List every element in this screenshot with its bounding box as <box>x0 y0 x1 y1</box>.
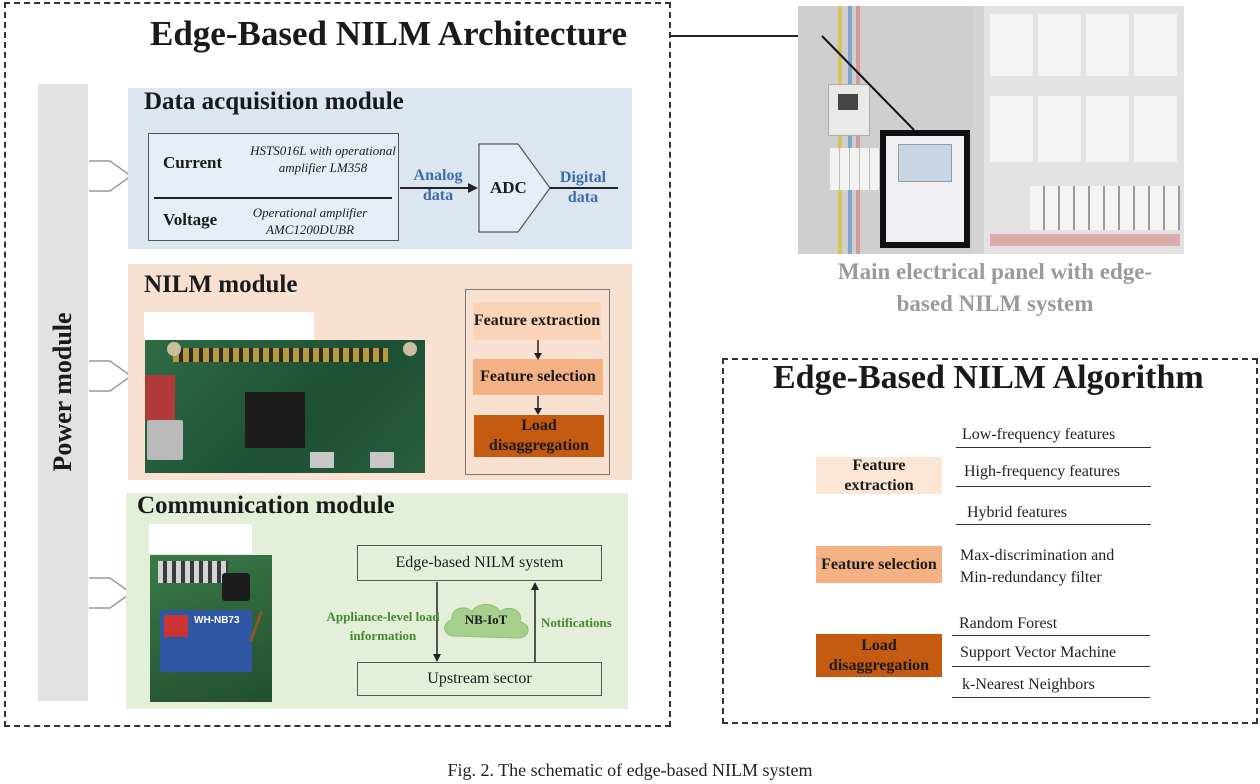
architecture-frame <box>4 2 671 727</box>
label-blank <box>144 312 314 340</box>
sensor-divider <box>154 197 392 199</box>
step-load-disaggregation: Load disaggregation <box>474 415 604 457</box>
adc-label: ADC <box>490 178 527 197</box>
algorithm-frame <box>722 358 1258 724</box>
voltage-label: Voltage <box>163 210 218 229</box>
adc-diagram <box>400 143 618 233</box>
algo-load-disaggregation: Load disaggregation <box>816 634 942 677</box>
feature-underline <box>956 447 1151 448</box>
nilm-board-photo <box>145 340 425 473</box>
upstream-box: Upstream sector <box>357 662 602 696</box>
current-label: Current <box>163 153 223 172</box>
algo-feature-extraction: Feature extraction <box>816 457 942 494</box>
analog-data-label: Analog data <box>413 167 463 204</box>
edge-system-box: Edge-based NILM system <box>357 545 602 581</box>
cloud-icon <box>444 604 529 639</box>
sensor-box <box>148 133 399 241</box>
feature-item: High-frequency features <box>964 463 1120 480</box>
panel-caption: Main electrical panel with edge-based NI… <box>837 259 1153 316</box>
step-feature-selection: Feature selection <box>473 359 603 395</box>
algorithm-title: Edge-Based NILM Algorithm <box>773 359 1204 396</box>
connector-line <box>671 35 824 37</box>
communication-title: Communication module <box>137 492 395 519</box>
feature-item: Hybrid features <box>967 504 1067 521</box>
model-item: Random Forest <box>959 615 1058 632</box>
step-feature-extraction: Feature extraction <box>473 302 601 340</box>
nbiot-label: NB-IoT <box>464 612 508 627</box>
voltage-sensor: Operational amplifier AMC1200DUBR <box>252 205 368 237</box>
model-underline <box>952 666 1150 667</box>
feature-underline <box>956 524 1151 525</box>
algo-feature-selection: Feature selection <box>816 546 942 583</box>
power-module-label: Power module <box>48 312 77 472</box>
selection-item: Max-discrimination and Min-redundancy fi… <box>960 547 1115 586</box>
appliance-info-label: Appliance-level load information <box>326 609 440 643</box>
digital-data-label: Digital data <box>559 169 607 206</box>
comm-arrows <box>433 582 539 662</box>
model-underline <box>952 635 1150 636</box>
chip-text: WH-NB73 <box>194 615 240 626</box>
current-sensor: HSTS016L with operational amplifier LM35… <box>250 143 396 175</box>
data-acquisition-title: Data acquisition module <box>144 88 404 115</box>
electrical-panel-photo <box>798 6 1184 254</box>
feature-item: Low-frequency features <box>962 426 1116 443</box>
step-arrows <box>534 340 542 415</box>
nilm-module-title: NILM module <box>144 271 298 298</box>
model-item: Support Vector Machine <box>960 644 1117 661</box>
model-underline <box>952 697 1150 698</box>
architecture-title: Edge-Based NILM Architecture <box>150 14 627 53</box>
power-module-bar: Power module <box>38 84 88 701</box>
model-item: k-Nearest Neighbors <box>962 676 1095 693</box>
notifications-label: Notifications <box>541 615 612 630</box>
figure-caption: Fig. 2. The schematic of edge-based NILM… <box>447 760 813 780</box>
nbiot-module-photo: WH-NB73 <box>150 555 272 702</box>
feature-underline <box>956 486 1151 487</box>
highlight-box <box>880 130 970 248</box>
label-blank <box>149 524 252 554</box>
panel-pointer-line <box>821 35 915 131</box>
nilm-steps-box <box>465 289 610 475</box>
